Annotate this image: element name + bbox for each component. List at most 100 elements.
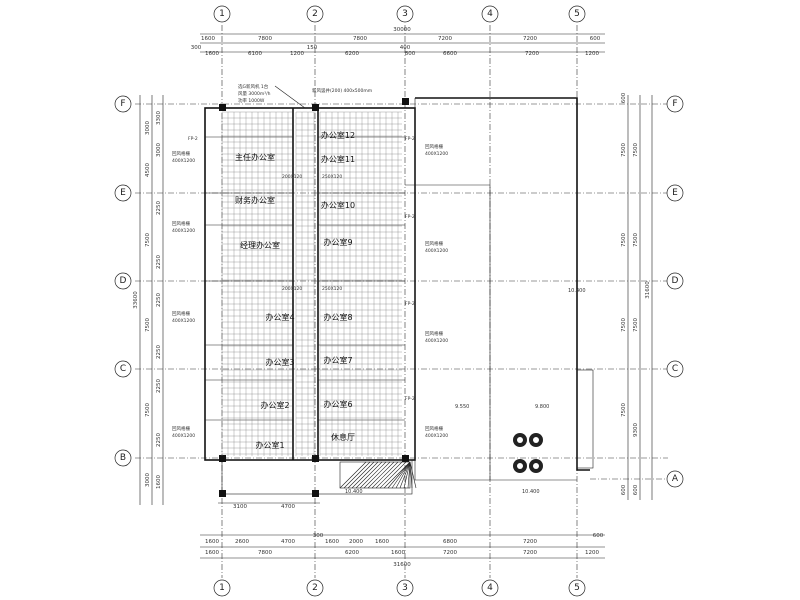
bottom-dim: 6800 <box>443 539 457 545</box>
room-label: 办公室6 <box>323 399 352 409</box>
room-label: 经理办公室 <box>240 240 280 250</box>
bottom-dimension-chain: 3100 4700 1600 2600 4700 300 1600 2000 1… <box>200 502 605 568</box>
level-mark: 9.800 <box>535 404 549 410</box>
duct-size: 200X120 <box>282 174 302 180</box>
fan-note: 选G新风机 1台 <box>238 83 269 90</box>
bottom-dim: 1600 <box>325 539 339 545</box>
unit-label: FP-2 <box>405 136 415 142</box>
bottom-dim: 2600 <box>235 539 249 545</box>
grille-label: 回风格栅 <box>425 240 443 247</box>
bottom-dim: 1200 <box>585 550 599 556</box>
right-dim: 7500 <box>621 143 627 157</box>
airflow-note: 风量 3000m³/h <box>238 90 271 97</box>
bottom-overall-dim: 31600 <box>393 562 411 568</box>
axis-bubble-right: E <box>672 188 678 198</box>
top-dim: 800 <box>405 51 416 57</box>
right-overall-dim: 31600 <box>645 281 651 299</box>
level-mark: 10.400 <box>522 489 540 495</box>
room-label: 办公室2 <box>260 400 289 410</box>
axis-bubble-right: C <box>672 364 678 374</box>
top-dim: 7200 <box>525 51 539 57</box>
right-dim: 7500 <box>621 403 627 417</box>
bottom-seg-dim: 4700 <box>281 504 295 510</box>
right-dim: 7500 <box>633 143 639 157</box>
bottom-seg-dim: 3100 <box>233 504 247 510</box>
left-dimension-chain: 33600 3000 4500 7500 7500 7500 3000 3300… <box>133 95 164 505</box>
axis-bubble-top: 1 <box>219 9 225 19</box>
bottom-dim: 7800 <box>258 550 272 556</box>
unit-label: FP-2 <box>405 214 415 220</box>
bottom-dim: 2000 <box>349 539 363 545</box>
axis-bubble-top: 3 <box>402 9 408 19</box>
unit-label: FP-2 <box>405 396 415 402</box>
building-walls <box>204 97 594 497</box>
axis-bubble-bottom: 1 <box>219 583 225 593</box>
left-dim: 2250 <box>156 345 162 359</box>
room-label: 办公室10 <box>321 200 355 210</box>
left-dim: 2250 <box>156 433 162 447</box>
grille-size: 400X1200 <box>172 158 195 164</box>
grille-label: 回风格栅 <box>425 143 443 150</box>
unit-label: FP-2 <box>188 136 198 142</box>
duct-size: 250X120 <box>322 174 342 180</box>
level-mark: 10.400 <box>345 489 363 495</box>
axis-bubble-bottom: 5 <box>574 583 580 593</box>
room-label: 办公室7 <box>323 355 352 365</box>
top-dim: 6200 <box>345 51 359 57</box>
grille-size: 400X1200 <box>172 318 195 324</box>
bottom-dim: 300 <box>313 533 324 539</box>
bottom-dim: 4700 <box>281 539 295 545</box>
right-dim: 7500 <box>621 233 627 247</box>
level-mark: 9.550 <box>455 404 469 410</box>
grille-label: 回风格栅 <box>425 425 443 432</box>
room-label: 办公室12 <box>321 130 355 140</box>
left-dim: 2250 <box>156 379 162 393</box>
right-dim: 9300 <box>633 423 639 437</box>
right-dim: 600 <box>633 484 639 495</box>
left-dim: 2250 <box>156 201 162 215</box>
axis-bubble-top: 4 <box>487 9 493 19</box>
right-dimension-chain: 600 7500 7500 7500 7500 600 7500 7500 75… <box>621 92 653 500</box>
left-dim: 3000 <box>145 473 151 487</box>
bottom-dim: 7200 <box>523 539 537 545</box>
bottom-dim: 6200 <box>345 550 359 556</box>
grille-size: 400X1200 <box>425 433 448 439</box>
axis-bubble-top: 2 <box>312 9 318 19</box>
top-dim: 1600 <box>205 51 219 57</box>
left-dim: 7500 <box>145 233 151 247</box>
duct-size: 200X120 <box>282 286 302 292</box>
left-dim: 7500 <box>145 318 151 332</box>
bottom-dim: 1600 <box>205 539 219 545</box>
room-label: 办公室4 <box>265 312 294 322</box>
axis-bubble-right: F <box>672 99 677 109</box>
left-dim: 4500 <box>145 163 151 177</box>
bottom-dim: 1600 <box>205 550 219 556</box>
left-dim: 3000 <box>145 121 151 135</box>
room-label: 办公室1 <box>255 440 284 450</box>
duct-note: 新风竖井(200) 400x500mm <box>312 87 372 94</box>
axis-bubble-bottom: 2 <box>312 583 318 593</box>
right-dim: 7500 <box>633 233 639 247</box>
right-dim: 600 <box>621 92 627 103</box>
top-dimension-chain: 30000 1600 7800 7800 7200 7200 600 300 1… <box>191 27 605 57</box>
axis-bubble-bottom: 3 <box>402 583 408 593</box>
grille-size: 400X1200 <box>425 151 448 157</box>
top-dim: 150 <box>307 45 318 51</box>
grille-size: 400X1200 <box>172 433 195 439</box>
grille-label: 回风格栅 <box>172 150 190 157</box>
left-dim: 2250 <box>156 293 162 307</box>
room-label: 办公室9 <box>323 237 352 247</box>
axis-bubble-left: F <box>120 99 125 109</box>
ceiling-grid-pattern <box>221 111 402 456</box>
axis-bubble-right: A <box>672 474 679 484</box>
top-dim: 1200 <box>290 51 304 57</box>
right-dim: 7500 <box>621 318 627 332</box>
room-label: 办公室8 <box>323 312 352 322</box>
left-dim: 1600 <box>156 475 162 489</box>
bottom-dim: 7200 <box>523 550 537 556</box>
axis-bubble-top: 5 <box>574 9 580 19</box>
top-dim: 7200 <box>523 36 537 42</box>
left-dim: 3000 <box>156 143 162 157</box>
top-dim: 7800 <box>353 36 367 42</box>
